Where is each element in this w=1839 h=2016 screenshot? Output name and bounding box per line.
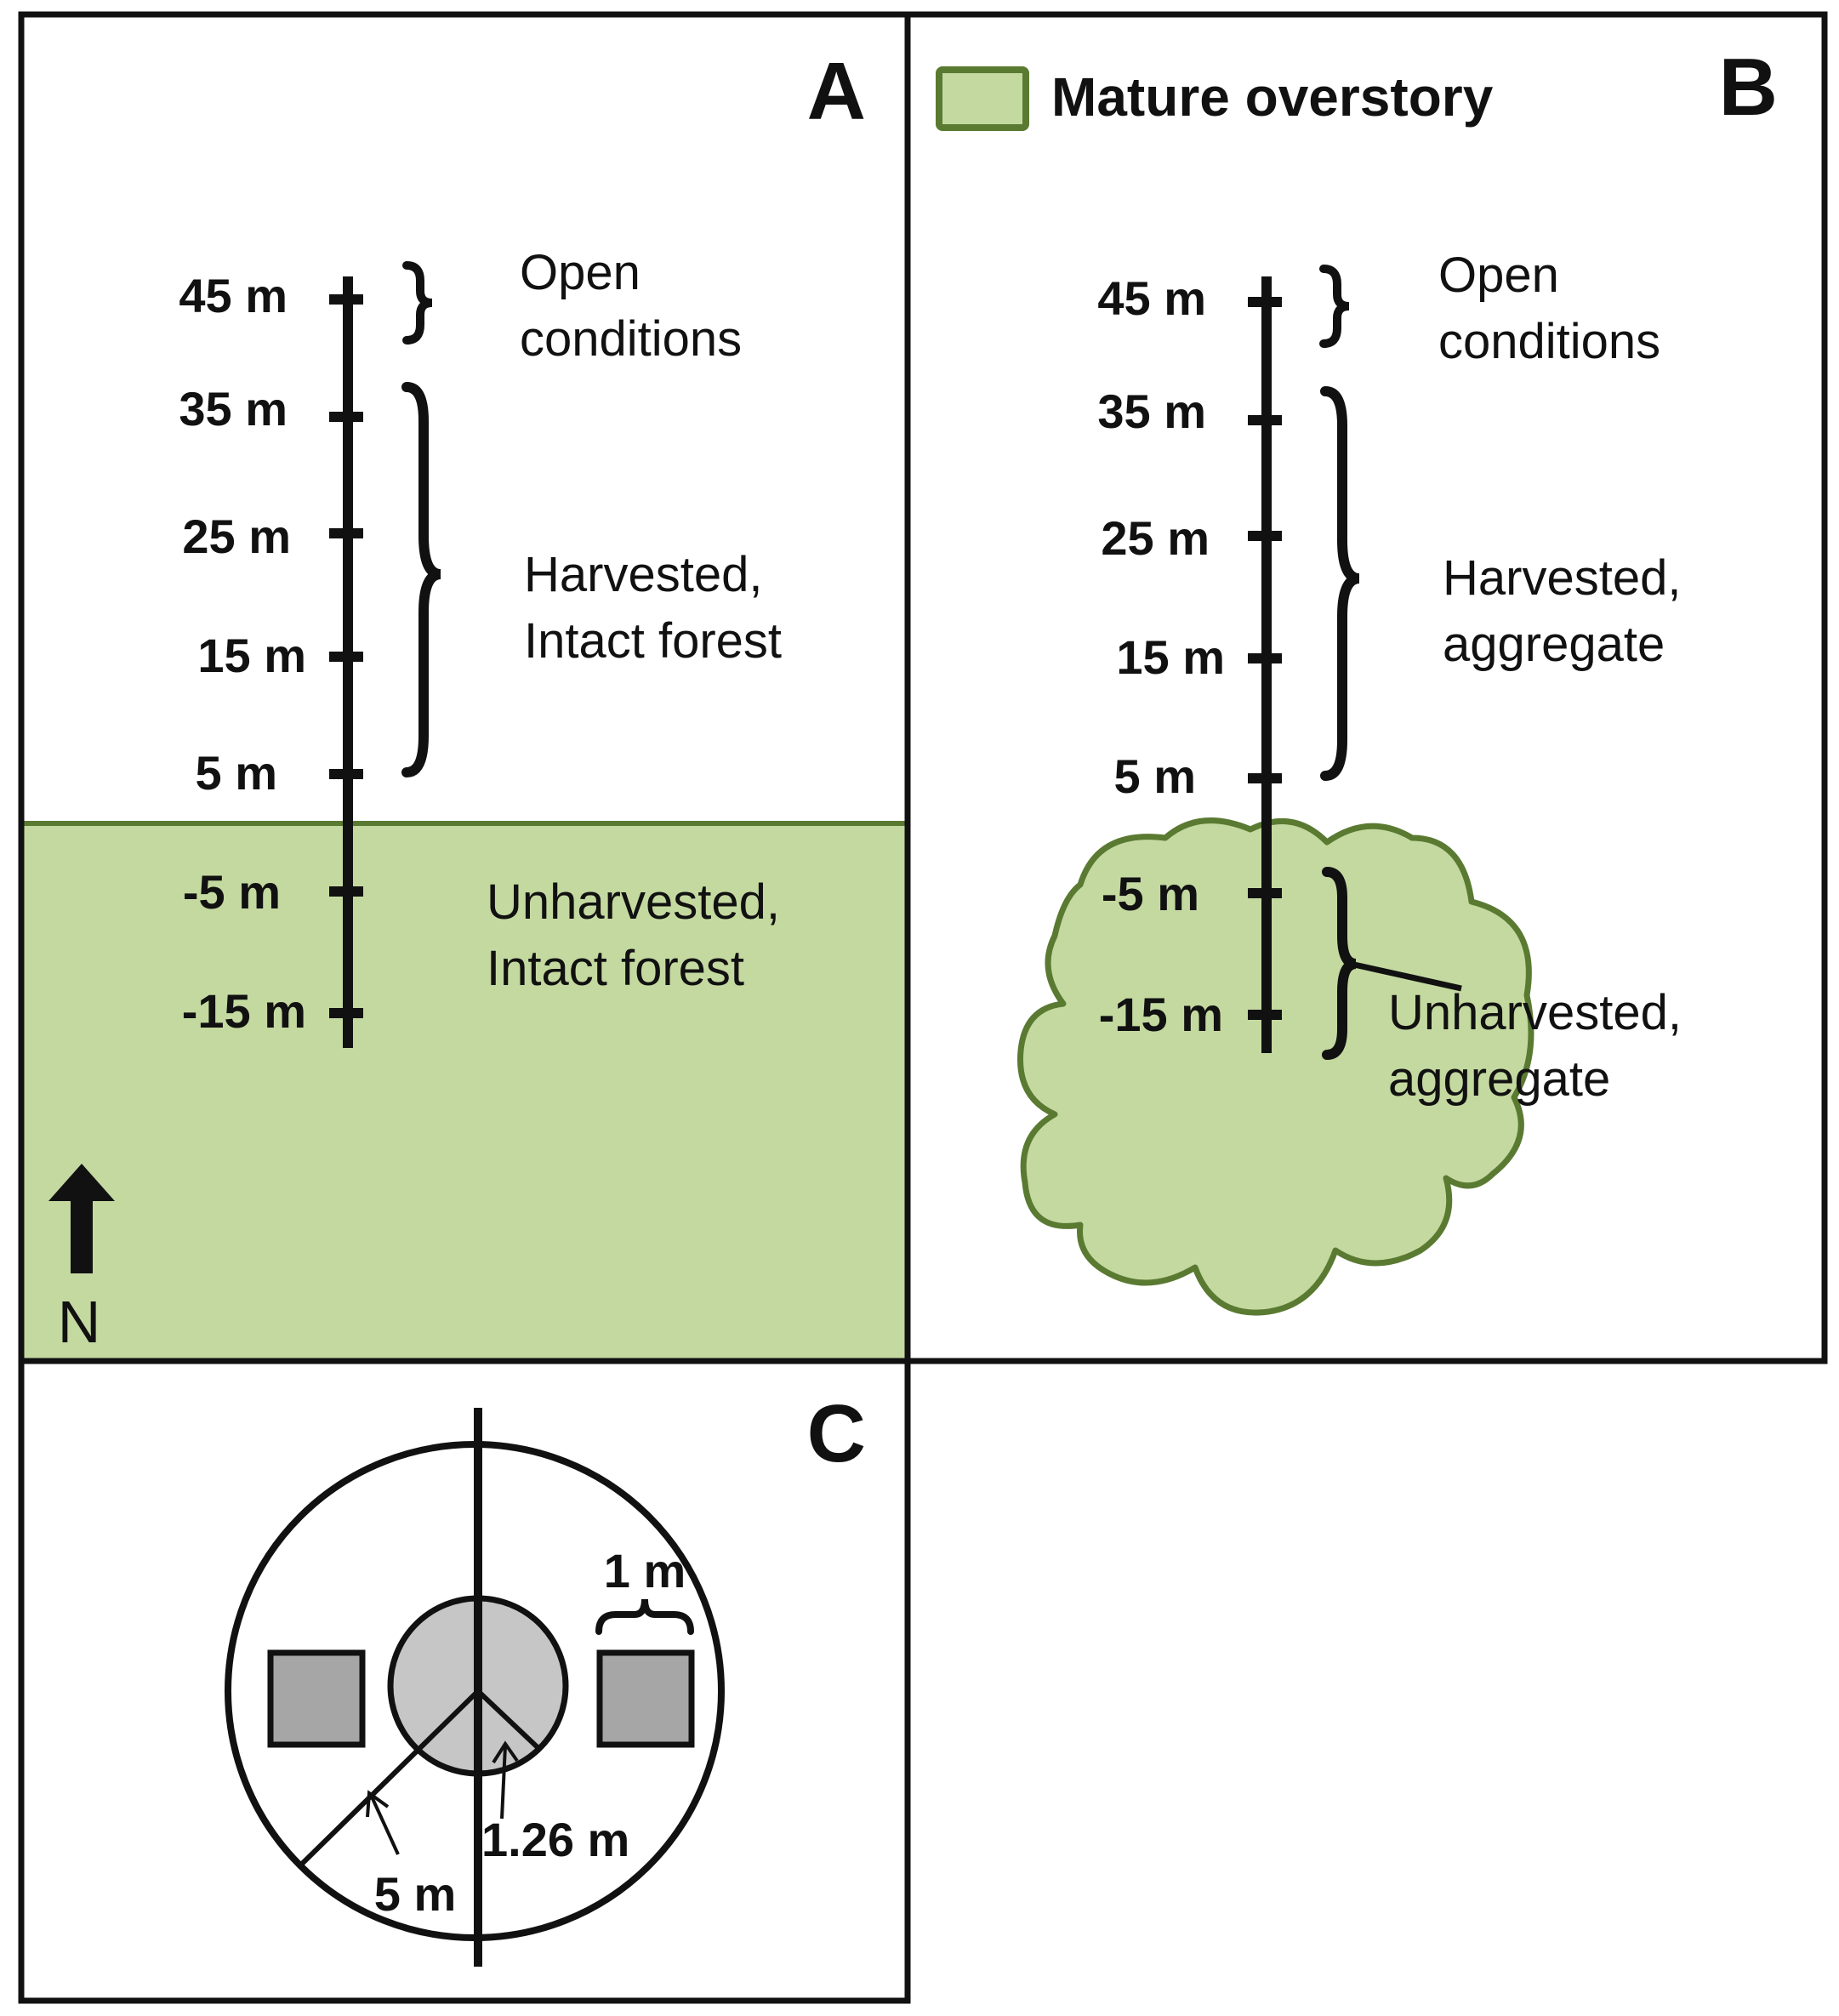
panel-c-letter: C bbox=[807, 1388, 866, 1479]
quadrat-width-brace bbox=[595, 1598, 694, 1635]
panel-b-open-brace bbox=[1319, 265, 1350, 348]
legend-swatch-mature-overstory bbox=[936, 66, 1029, 131]
panel-b-open-label-line1: Open bbox=[1438, 248, 1559, 303]
panel-b-open-label-line2: conditions bbox=[1438, 314, 1660, 369]
panel-b-tick-label-15: 15 m bbox=[1116, 630, 1225, 684]
outer-radius-label: 5 m bbox=[374, 1867, 457, 1921]
north-label: N bbox=[58, 1289, 101, 1355]
panel-b: B Mature overstory 45 m 35 m 25 m 15 m 5… bbox=[904, 11, 1828, 1364]
panel-a: A 45 m 35 m 25 m 15 m 5 m -5 m -15 m Ope… bbox=[18, 11, 911, 1364]
panel-b-transect bbox=[1248, 276, 1282, 1053]
panel-a-tick-labels: 45 m 35 m 25 m 15 m 5 m -5 m -15 m bbox=[179, 269, 306, 1038]
panel-a-unharvested-zone bbox=[21, 823, 908, 1361]
panel-b-unharvested-label-line1: Unharvested, bbox=[1388, 985, 1682, 1040]
panel-b-tick-label-minus15: -15 m bbox=[1099, 988, 1223, 1041]
panel-a-tick-label-15: 15 m bbox=[197, 629, 306, 682]
quadrat-width-label: 1 m bbox=[604, 1544, 686, 1597]
plot-outer-radius-line bbox=[297, 1689, 481, 1869]
panel-a-tick-label-minus15: -15 m bbox=[182, 984, 306, 1038]
outer-radius-arrow bbox=[366, 1790, 400, 1855]
panel-b-harvested-label-line2: aggregate bbox=[1443, 617, 1665, 672]
panel-a-tick-label-minus5: -5 m bbox=[183, 865, 281, 919]
panel-b-unharvested-leader bbox=[1353, 961, 1462, 992]
panel-a-unharvested-label-line1: Unharvested, bbox=[487, 874, 780, 930]
panel-b-harvested-label-line1: Harvested, bbox=[1443, 550, 1681, 606]
north-arrow-icon bbox=[48, 1164, 115, 1273]
panel-b-tick-label-minus5: -5 m bbox=[1102, 867, 1199, 920]
panel-b-letter: B bbox=[1719, 42, 1778, 133]
inner-radius-arrow bbox=[492, 1740, 519, 1820]
panel-b-tick-label-5: 5 m bbox=[1114, 749, 1197, 803]
panel-b-border bbox=[904, 11, 1828, 1364]
panel-a-unharvested-label-line2: Intact forest bbox=[487, 941, 744, 996]
panel-a-tick-label-25: 25 m bbox=[182, 510, 291, 563]
plot-quadrat-left bbox=[267, 1649, 366, 1748]
inner-radius-label: 1.26 m bbox=[481, 1813, 629, 1866]
panel-a-tick-label-45: 45 m bbox=[179, 269, 288, 322]
plot-inner-radius-line bbox=[475, 1689, 544, 1753]
panel-a-open-brace bbox=[402, 261, 433, 345]
panel-a-transect bbox=[329, 276, 363, 1048]
panel-a-tick-label-5: 5 m bbox=[196, 746, 278, 800]
panel-b-harvested-brace bbox=[1320, 386, 1360, 781]
aggregate-tree-crown bbox=[1017, 817, 1534, 1316]
panel-b-tick-label-35: 35 m bbox=[1097, 384, 1206, 438]
panel-a-harvested-label-line1: Harvested, bbox=[524, 547, 762, 602]
panel-c: C 1 m 1.26 m 5 m bbox=[18, 1358, 911, 2004]
panel-a-open-label-line1: Open bbox=[520, 245, 641, 300]
panel-a-harvested-brace bbox=[401, 382, 441, 777]
panel-b-unharvested-label-line2: aggregate bbox=[1388, 1051, 1610, 1107]
panel-c-border bbox=[18, 1358, 911, 2004]
panel-a-open-label-line2: conditions bbox=[520, 311, 742, 367]
panel-a-tick-label-35: 35 m bbox=[179, 382, 288, 436]
panel-a-letter: A bbox=[807, 46, 866, 137]
panel-b-tick-label-25: 25 m bbox=[1101, 511, 1210, 565]
panel-b-tick-label-45: 45 m bbox=[1097, 271, 1206, 325]
plot-quadrat-right bbox=[596, 1649, 695, 1748]
panel-a-harvested-label-line2: Intact forest bbox=[524, 613, 782, 669]
panel-b-tick-labels: 45 m 35 m 25 m 15 m 5 m -5 m -15 m bbox=[1097, 271, 1225, 1041]
legend-label-mature-overstory: Mature overstory bbox=[1051, 66, 1494, 128]
